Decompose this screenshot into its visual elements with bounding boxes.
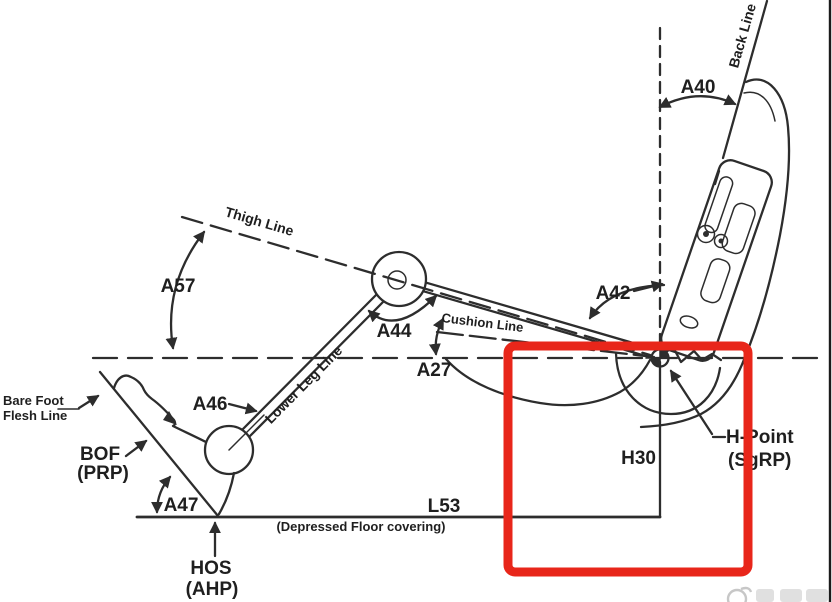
frame-bolt-2-center <box>718 238 724 244</box>
watermark-block-1 <box>756 589 774 602</box>
frame-bolt-2 <box>713 233 729 249</box>
lower-leg-bar-b <box>241 293 378 431</box>
label-bof-2: (PRP) <box>77 463 129 484</box>
h-point-leader <box>669 369 714 436</box>
foot <box>98 370 236 518</box>
label-a57: A57 <box>161 276 196 297</box>
label-bof-1: BOF <box>80 444 120 465</box>
frame-oval <box>679 315 699 329</box>
a44-arc <box>367 294 438 323</box>
frame-bolt-1 <box>696 224 716 244</box>
label-a40: A40 <box>681 77 716 98</box>
annotations <box>57 94 737 558</box>
frame-slot-hairpin <box>704 176 734 234</box>
knee-circle <box>370 250 428 308</box>
label-a46: A46 <box>193 394 228 415</box>
watermark-block-2 <box>780 589 802 602</box>
frame-bolt-1-center <box>703 231 709 237</box>
a57-arc <box>165 230 206 350</box>
foot-heel-curve <box>217 471 236 516</box>
red-highlight-box <box>503 341 753 577</box>
thigh-bar-b <box>425 281 651 349</box>
label-lower-leg-line: Lower Leg Line <box>262 342 346 426</box>
bare-foot-flesh-line <box>98 370 220 518</box>
dimensions <box>135 360 662 519</box>
label-h-point-1: H-Point <box>726 427 794 448</box>
label-h30: H30 <box>621 448 656 469</box>
instep-arrow <box>163 411 177 425</box>
label-a44: A44 <box>377 321 412 342</box>
frame-slot-upper <box>721 202 756 255</box>
frame-outline <box>660 159 773 362</box>
label-a47: A47 <box>164 495 199 516</box>
lower-leg-bar-a <box>248 300 385 438</box>
knee-pivot <box>387 270 407 290</box>
hip-arc <box>614 351 722 416</box>
ankle-circle <box>203 424 255 476</box>
label-a42: A42 <box>596 283 631 304</box>
watermark <box>726 586 828 602</box>
back-line <box>721 0 769 160</box>
a42-arc <box>588 283 666 320</box>
labels: A40 A42 A44 A27 A57 A46 A47 H30 L53 (Dep… <box>3 1 794 600</box>
h-point-quadrant-1 <box>660 349 669 358</box>
a27-arc <box>428 317 445 356</box>
bare-foot-leader <box>77 394 100 410</box>
foot-outline-top <box>112 374 208 444</box>
label-hos-2: (AHP) <box>186 579 239 600</box>
watermark-block-3 <box>806 589 828 602</box>
label-floor-note: (Depressed Floor covering) <box>276 519 445 534</box>
a46-leader <box>227 402 258 415</box>
a47-arc <box>151 475 172 514</box>
thigh-line <box>180 215 652 357</box>
label-thigh-line: Thigh Line <box>223 203 296 239</box>
cushion-profile <box>444 357 652 407</box>
lower-leg-axis <box>228 414 265 451</box>
label-l53: L53 <box>428 496 461 517</box>
frame-slot-lower <box>700 258 731 304</box>
label-h-point-2: (SgRP) <box>728 450 791 471</box>
watermark-swirl-tail <box>740 586 753 593</box>
label-bare-foot-1: Bare Foot <box>3 393 64 408</box>
seat-back-inner-curve <box>743 91 776 122</box>
h-point-quadrant-2 <box>651 358 660 367</box>
label-bare-foot-2: Flesh Line <box>3 408 67 423</box>
label-hos-1: HOS <box>190 558 231 579</box>
seat-back-outline <box>639 78 791 429</box>
watermark-swirl <box>726 588 748 602</box>
seat-back <box>639 78 791 429</box>
label-a27: A27 <box>417 360 452 381</box>
a40-arc <box>658 94 737 109</box>
seat-back-frame <box>660 159 773 362</box>
label-back-line: Back Line <box>725 1 759 69</box>
bof-leader <box>124 439 148 458</box>
